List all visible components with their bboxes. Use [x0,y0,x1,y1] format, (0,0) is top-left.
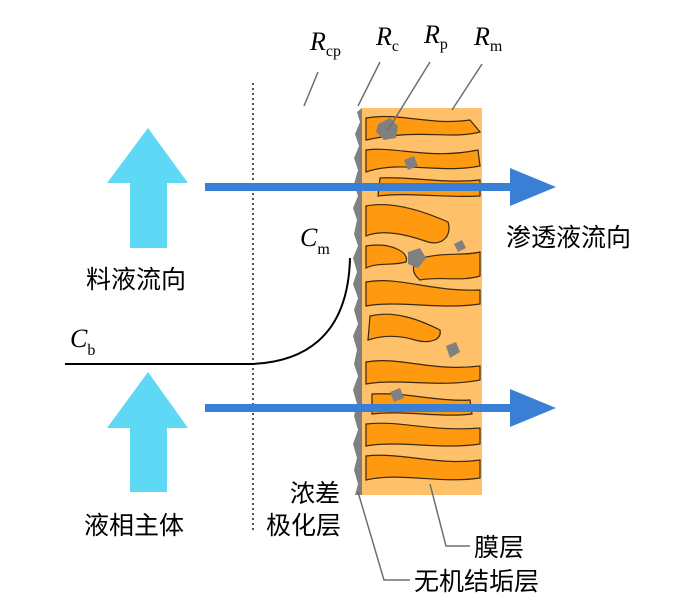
membrane-layer-leader [429,483,470,547]
inorganic-scale-layer [353,108,362,495]
concentration-profile-curve [65,257,351,365]
c-b-label: Cb [70,324,95,359]
permeate-flow-arrow-lower [205,389,556,427]
r-c-pointer [357,61,381,107]
c-m-label: Cm [300,223,330,258]
r-c-label: Rc [375,22,399,55]
r-cp-label: Rcp [309,27,341,60]
feed-flow-arrow-lower [107,372,188,492]
feed-flow-label: 料液流向 [86,265,186,294]
bulk-liquid-label: 液相主体 [84,511,184,540]
r-p-label: Rp [423,20,448,53]
r-m-pointer [451,63,483,111]
permeate-flow-label: 渗透液流向 [506,223,631,252]
cp-layer-label-line2: 极化层 [266,511,341,540]
inorganic-scale-layer-label: 无机结垢层 [414,567,539,596]
scale-layer-leader [357,491,410,581]
r-p-pointer [387,61,431,131]
foulant-particles [376,118,466,402]
membrane-layer [362,108,482,495]
cp-layer-label-line1: 浓差 [290,479,340,508]
feed-flow-arrow-upper [107,128,188,248]
permeate-flow-arrow-upper [205,168,556,206]
r-m-label: Rm [473,22,503,55]
membrane-pores [365,115,482,481]
r-cp-pointer [303,71,319,107]
membrane-layer-label: 膜层 [474,533,524,562]
